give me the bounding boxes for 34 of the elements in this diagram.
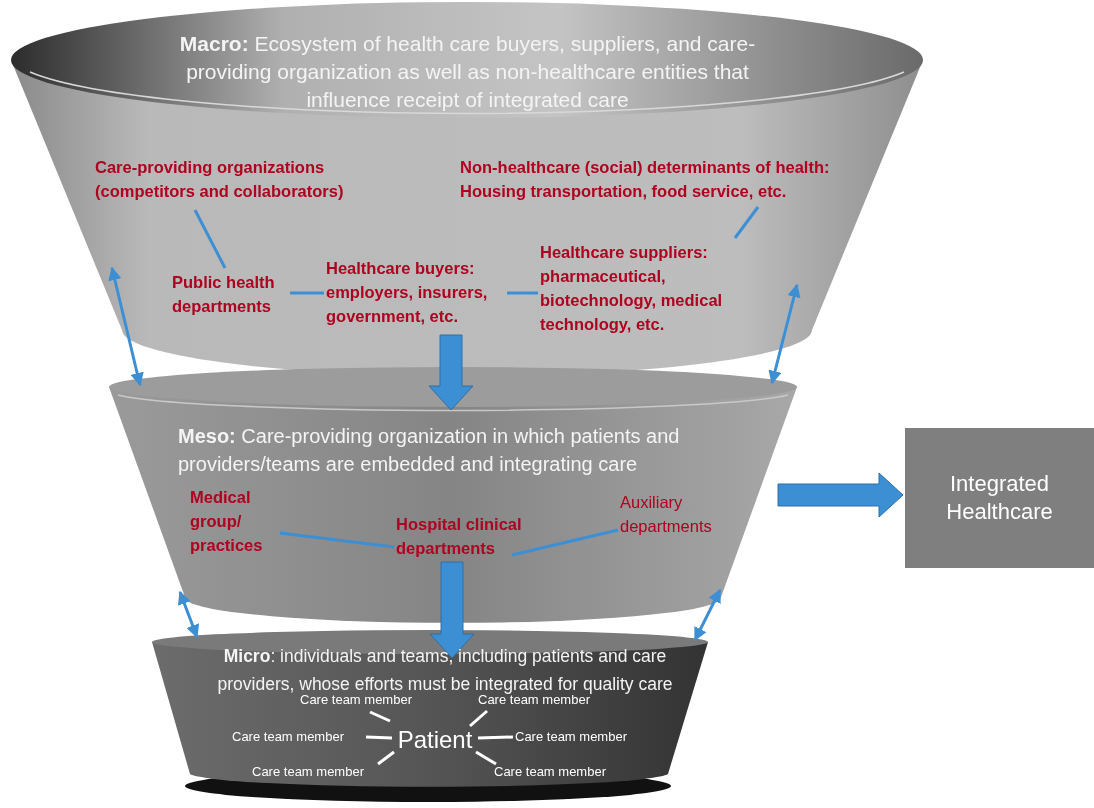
care-team-label: Care team member xyxy=(252,762,384,782)
double-arrow xyxy=(693,588,722,642)
care-team-label: Care team member xyxy=(515,727,647,747)
connector-line xyxy=(477,735,514,740)
connector-line xyxy=(290,291,324,295)
care-team-label: Care team member xyxy=(232,727,364,747)
stakeholder-label: Healthcare suppliers: pharmaceutical, biotechnology, medical technology, etc. xyxy=(540,240,750,338)
connector-line xyxy=(193,209,227,269)
connector-line xyxy=(365,735,393,740)
stakeholder-label: Auxiliary departments xyxy=(620,490,740,542)
tier-description: Meso: Care-providing organization in which patients and providers/teams are embedded and integrating care xyxy=(178,424,681,477)
block-arrow xyxy=(428,334,474,411)
stakeholder-label: Healthcare buyers: employers, insurers, government, etc. xyxy=(326,256,506,332)
stakeholder-label: Care-providing organizations (competitors and collaborators) xyxy=(95,155,395,205)
connector-line xyxy=(475,750,497,766)
stakeholder-label: Hospital clinical departments xyxy=(396,512,536,564)
double-arrow xyxy=(108,266,144,387)
double-arrow xyxy=(178,590,199,639)
stakeholder-label: Medical group/ practices xyxy=(190,485,278,561)
stakeholder-label: Non-healthcare (social) determinants of health: Housing transportation, food service, etc. xyxy=(460,155,880,205)
block-arrow xyxy=(777,472,904,518)
stakeholder-label: Public health departments xyxy=(172,270,288,322)
connector-line xyxy=(507,291,538,295)
patient-label: Patient xyxy=(394,724,476,756)
care-team-label: Care team member xyxy=(494,762,626,782)
connector-line xyxy=(377,750,395,766)
connector-line xyxy=(511,528,619,557)
connector-line xyxy=(279,531,395,549)
outcome-box: Integrated Healthcare xyxy=(905,428,1094,568)
connector-line xyxy=(733,206,760,239)
connector-line xyxy=(369,710,391,723)
connector-line xyxy=(469,709,488,728)
double-arrow xyxy=(768,283,801,385)
block-arrow xyxy=(429,561,475,659)
